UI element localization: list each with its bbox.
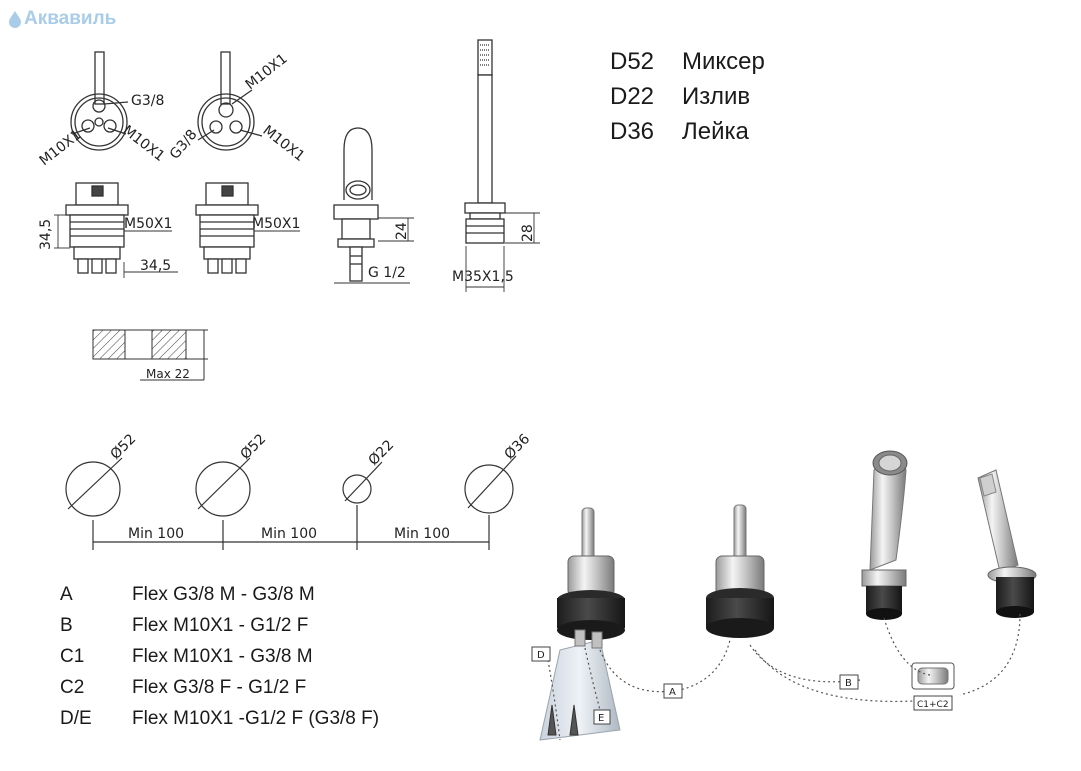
flex-hose-code: D/E [60,708,92,729]
spacing-label: Min 100 [128,526,184,542]
legend-row: D22 Излив [610,83,765,118]
mixer-right-g-label: G3/8 [167,127,201,163]
mixer-top-view-right [197,51,263,151]
svg-text:C1+C2: C1+C2 [917,700,949,710]
flex-hose-row: B Flex M10X1 - G1/2 F [60,615,379,646]
mixer-depth-label: 34,5 [140,258,171,274]
hose-tag-d: D [531,646,551,662]
legend-name: Миксер [682,48,765,75]
svg-text:E: E [598,713,604,724]
flex-hose-row: D/E Flex M10X1 -G1/2 F (G3/8 F) [60,708,379,739]
flex-hose-row: C2 Flex G3/8 F - G1/2 F [60,677,379,708]
hose-tag-a: A [663,683,683,699]
flex-hose-desc: Flex G3/8 M - G3/8 M [132,584,315,605]
panel-max-label: Max 22 [146,367,190,381]
shower-3d [977,469,1037,618]
mixer-thread-right-label: M50X1 [252,216,300,232]
svg-text:D: D [537,650,545,661]
shower-height-label: 28 [520,224,536,242]
spout-thread-label: G 1/2 [368,265,406,281]
brand-logo: Аквавиль [8,8,116,30]
shower-thread-label: M35X1,5 [452,269,514,285]
hole-diameter-label: Ø52 [108,431,140,463]
flex-hose-row: A Flex G3/8 M - G3/8 M [60,584,379,615]
spout-drawing [333,127,379,282]
hose-tag-b: B [839,674,859,690]
hole-mixer-1 [65,461,121,517]
mixer-left-m-left-label: M10X1 [37,127,85,169]
svg-text:A: A [669,687,676,698]
droplet-icon [9,11,21,28]
mixer-body-right [195,182,259,274]
hose-tag-c1-c2: C1+C2 [913,695,953,711]
hose-paths [547,613,1021,741]
flex-hose-desc: Flex M10X1 - G3/8 M [132,646,313,667]
hole-diameter-label: Ø52 [238,431,270,463]
spout-height-label: 24 [394,222,410,240]
flex-hose-code: C1 [60,646,85,667]
mixer-body-left [65,182,129,274]
mixer-3d-1 [557,507,625,649]
mixer-thread-left-label: M50X1 [124,216,172,232]
mixer-left-g-label: G3/8 [131,93,164,109]
legend-code: D36 [610,118,655,145]
legend-name: Лейка [682,118,749,145]
hose-tag-e: E [593,709,611,725]
spacing-label: Min 100 [394,526,450,542]
mixer-left-m-right-label: M10X1 [120,123,168,165]
flow-arrows [547,704,579,736]
flex-hose-code: A [60,584,73,605]
flex-hose-desc: Flex G3/8 F - G1/2 F [132,677,307,698]
hole-mixer-2 [195,461,251,517]
spout-dimensions [334,217,414,284]
flex-hose-desc: Flex M10X1 -G1/2 F (G3/8 F) [132,708,380,729]
hole-layout [65,455,517,550]
hole-diameter-label: Ø36 [502,431,534,463]
mixer-right-m-top-label: M10X1 [243,51,291,93]
legend-code: D22 [610,83,655,110]
flex-hose-desc: Flex M10X1 - G1/2 F [132,615,309,636]
flex-hose-list: A Flex G3/8 M - G3/8 M B Flex M10X1 - G1… [60,584,379,739]
flex-hose-code: B [60,615,73,636]
legend-code: D52 [610,48,655,75]
component-legend: D52 Миксер D22 Излив D36 Лейка [610,48,765,153]
hole-shower [464,464,514,514]
mixer-height-label: 34,5 [38,219,54,250]
legend-name: Излив [682,83,751,110]
legend-row: D52 Миксер [610,48,765,83]
shower-dimensions [465,212,540,292]
shower-drawing [464,39,506,244]
brand-logo-text: Аквавиль [24,8,117,29]
mixer-right-m-right-label: M10X1 [260,123,308,165]
dimension-lines-left [54,214,178,278]
connector-c1-c2 [911,662,955,690]
spacing-label: Min 100 [261,526,317,542]
flex-hose-row: C1 Flex M10X1 - G3/8 M [60,646,379,677]
spout-3d [861,450,908,620]
legend-row: D36 Лейка [610,118,765,153]
flex-hose-code: C2 [60,677,85,698]
hole-spout [342,474,372,504]
panel-section [92,329,208,381]
installation-illustration: D E A B C1+C2 [531,450,1037,741]
mixer-3d-2 [706,504,774,638]
svg-text:B: B [845,678,852,689]
hole-diameter-label: Ø22 [366,437,398,469]
mixer-top-view-left [70,51,129,151]
